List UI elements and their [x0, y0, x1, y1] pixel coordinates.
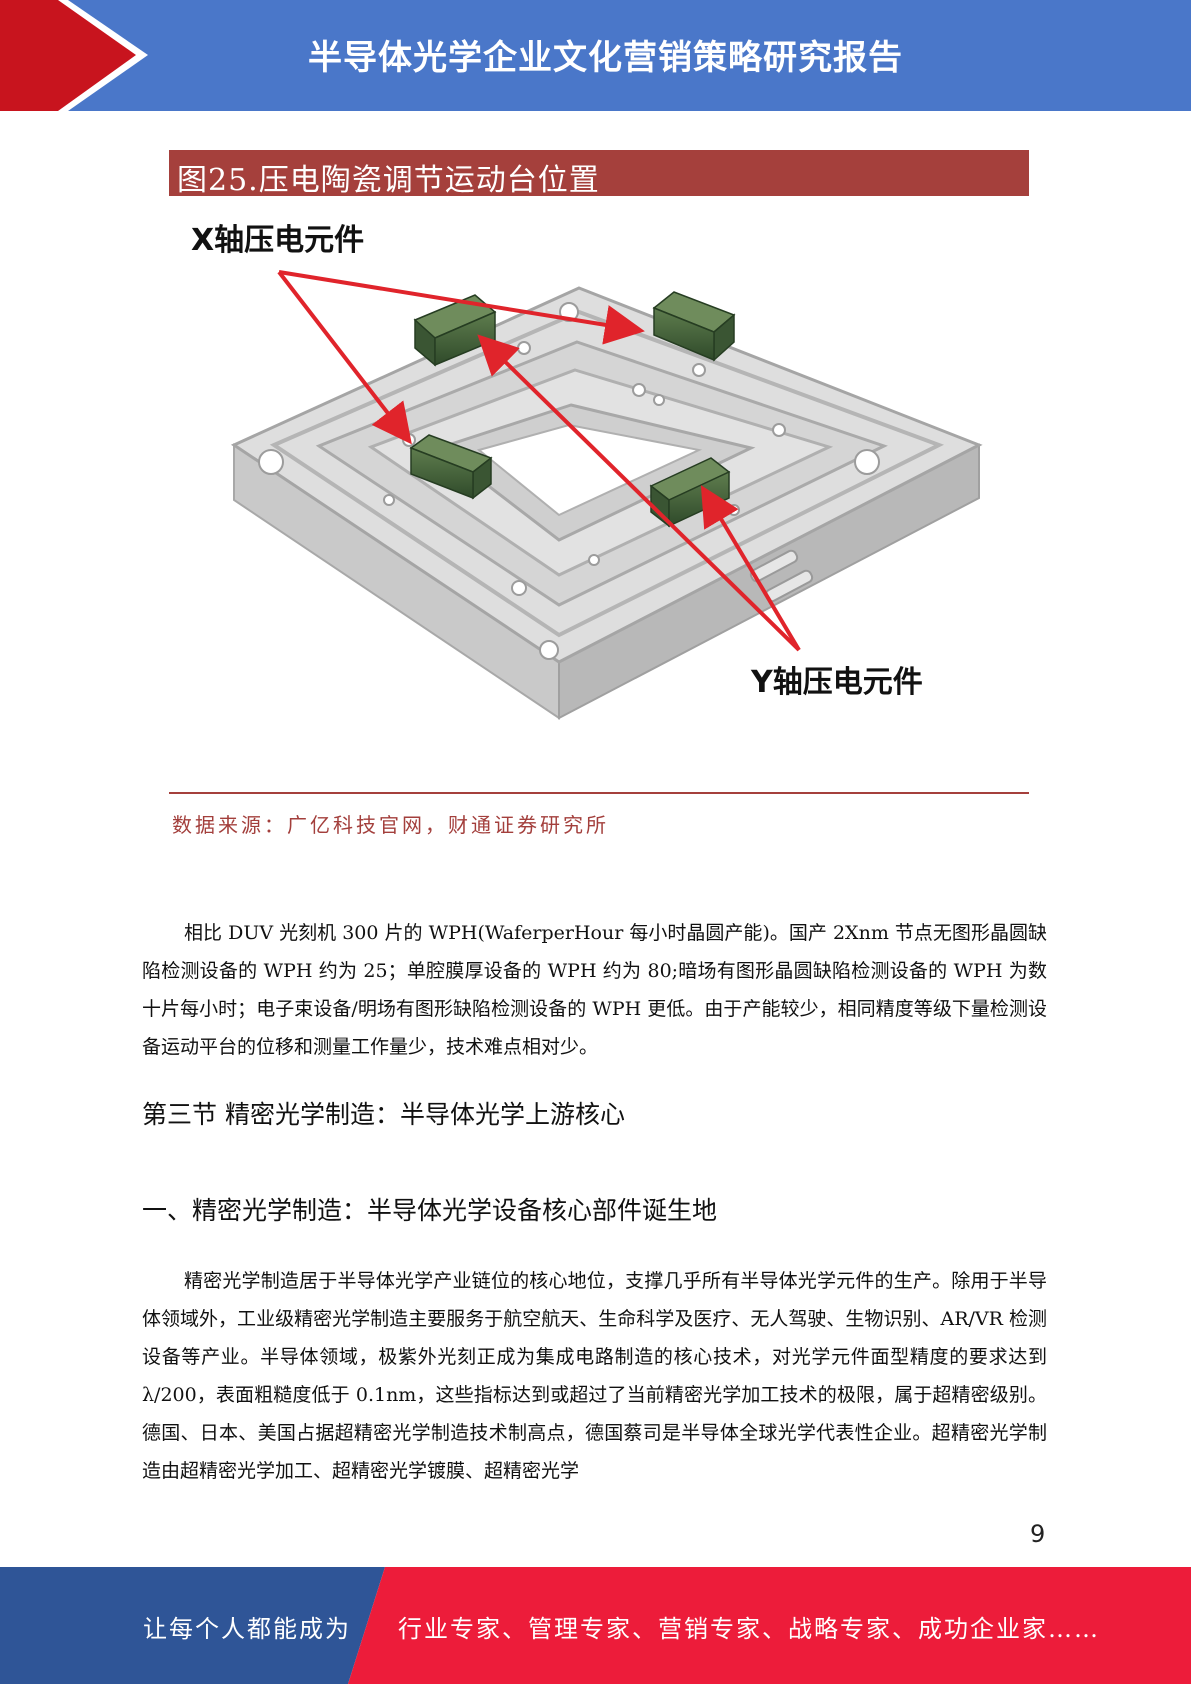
paragraph-wph: 相比 DUV 光刻机 300 片的 WPH(WaferperHour 每小时晶圆…	[142, 922, 1047, 1058]
section-heading: 第三节 精密光学制造：半导体光学上游核心	[142, 1100, 625, 1129]
piezo-stage-illustration: X轴压电元件 Y轴压电元件	[191, 223, 983, 720]
footer-slogan-right: 行业专家、管理专家、营销专家、战略专家、成功企业家……	[398, 1615, 1100, 1643]
page-footer: 让每个人都能成为 行业专家、管理专家、营销专家、战略专家、成功企业家……	[0, 1567, 1191, 1684]
sub-heading: 一、精密光学制造：半导体光学设备核心部件诞生地	[142, 1196, 718, 1225]
header-chevron-decoration	[0, 0, 148, 111]
paragraph-precision-optics: 精密光学制造居于半导体光学产业链位的核心地位，支撑几乎所有半导体光学元件的生产。…	[142, 1270, 1047, 1482]
y-axis-piezo-label: Y轴压电元件	[750, 665, 923, 700]
x-axis-piezo-label: X轴压电元件	[191, 223, 364, 258]
page-header: 半导体光学企业文化营销策略研究报告	[0, 0, 1191, 111]
annotation-arrows	[277, 270, 801, 652]
figure-title: 图25.压电陶瓷调节运动台位置	[177, 163, 600, 198]
figure-25: 图25.压电陶瓷调节运动台位置	[139, 140, 1034, 864]
figure-source-rule	[169, 792, 1029, 794]
piezo-elements	[409, 291, 736, 528]
page-number: 9	[1030, 1520, 1046, 1548]
report-title: 半导体光学企业文化营销策略研究报告	[308, 38, 903, 78]
figure-title-bar: 图25.压电陶瓷调节运动台位置	[169, 150, 1029, 198]
figure-source: 数据来源：广亿科技官网，财通证券研究所	[172, 813, 609, 837]
footer-background	[0, 1567, 1191, 1684]
footer-slogan-left: 让每个人都能成为	[143, 1615, 351, 1643]
